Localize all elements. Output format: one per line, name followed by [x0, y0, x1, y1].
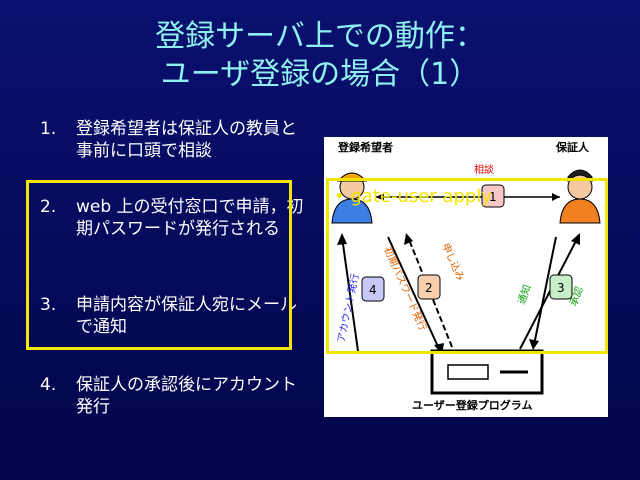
registration-diagram: 登録希望者 保証人 相談 1 アカウント発行 4	[331, 140, 601, 412]
svg-text:4: 4	[369, 283, 377, 297]
registration-program-icon	[430, 349, 544, 395]
step2-badge: 2	[417, 274, 441, 300]
program-label: ユーザー登録プログラム	[412, 398, 532, 412]
list-item-number: 3.	[40, 295, 57, 315]
list-item-text: web 上の受付窓口で申請，初期パスワードが発行される	[76, 197, 304, 239]
gate-user-apply-overlay: • gate-user apply	[334, 186, 492, 207]
step4-badge: 4	[361, 276, 385, 302]
diagram-panel: 登録希望者 保証人 相談 1 アカウント発行 4	[324, 137, 608, 417]
list-item-number: 2.	[40, 197, 57, 217]
consult-label: 相談	[474, 163, 494, 176]
svg-text:2: 2	[425, 281, 433, 295]
highlight-box-left	[26, 180, 292, 350]
applicant-label: 登録希望者	[337, 140, 393, 154]
slide-title: 登録サーバ上での動作： ユーザ登録の場合（1）	[0, 18, 640, 94]
svg-text:1: 1	[489, 190, 497, 204]
slide-title-line1: 登録サーバ上での動作：	[155, 19, 485, 54]
overlay-bullet: •	[334, 186, 345, 207]
step1-badge: 1	[481, 184, 505, 208]
slide-title-line2: ユーザ登録の場合（1）	[160, 57, 480, 92]
list-item-text: 申請内容が保証人宛にメールで通知	[76, 295, 297, 337]
overlay-command-text: gate-user apply	[350, 186, 492, 207]
highlight-box-right	[326, 178, 608, 354]
list-item-number: 4.	[40, 375, 57, 395]
list-item-text: 登録希望者は保証人の教員と事前に口頭で相談	[76, 119, 297, 161]
list-item-text: 保証人の承認後にアカウント発行	[76, 375, 297, 417]
guarantor-person-icon	[559, 169, 601, 224]
issue-account-arrow	[341, 236, 359, 352]
svg-text:3: 3	[557, 281, 565, 295]
guarantor-label: 保証人	[555, 140, 590, 154]
step3-badge: 3	[549, 274, 573, 300]
list-item-number: 1.	[40, 119, 57, 139]
